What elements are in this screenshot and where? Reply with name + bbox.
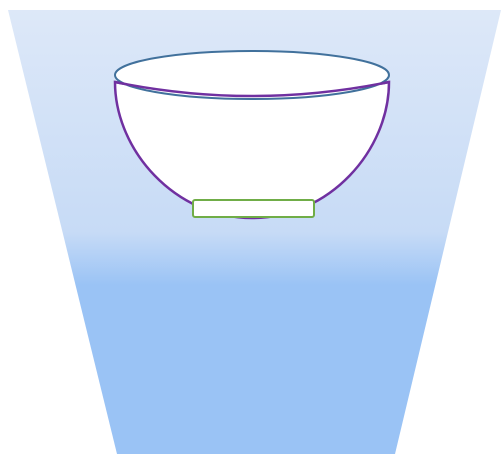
bowl-base xyxy=(193,200,314,217)
bowl-rim xyxy=(115,51,389,99)
